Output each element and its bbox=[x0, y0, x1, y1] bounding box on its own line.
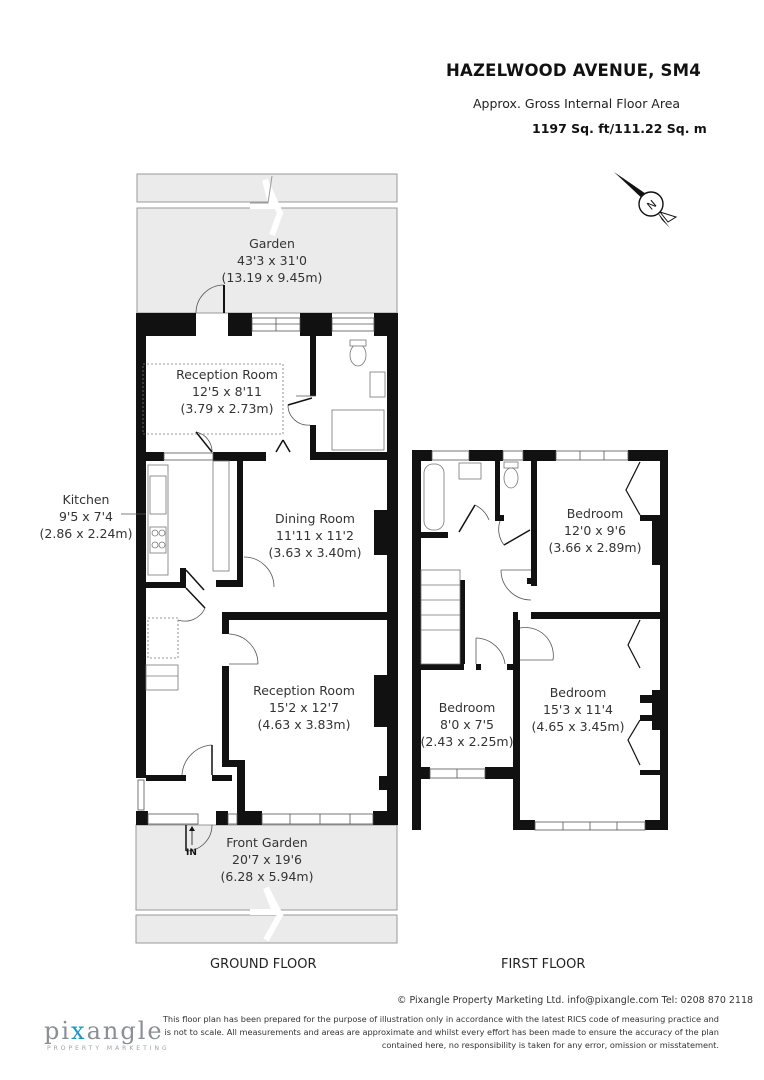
kitchen-cupboard bbox=[212, 460, 230, 572]
logo-text-pre: pi bbox=[44, 1017, 72, 1045]
ground-doors bbox=[177, 284, 316, 852]
ground-fixtures bbox=[142, 339, 386, 691]
room-name-bedroom-rear: Bedroom bbox=[567, 506, 624, 521]
room-size-imperial: 11'11 x 11'2 bbox=[276, 528, 354, 543]
ground-windows bbox=[137, 317, 375, 825]
room-size-imperial: 15'3 x 11'4 bbox=[543, 702, 613, 717]
shower-tray-icon bbox=[331, 409, 385, 451]
room-name-reception-front: Reception Room bbox=[253, 683, 355, 698]
logo-text-accent: x bbox=[71, 1017, 87, 1045]
room-size-metric: (4.63 x 3.83m) bbox=[258, 717, 351, 732]
room-size-imperial: 20'7 x 19'6 bbox=[232, 852, 302, 867]
room-size-imperial: 9'5 x 7'4 bbox=[59, 509, 113, 524]
rear-garden bbox=[136, 173, 398, 314]
stairs-icon bbox=[145, 664, 179, 691]
stairs-icon bbox=[420, 569, 461, 665]
basin-icon bbox=[458, 462, 482, 480]
toilet-icon bbox=[503, 467, 519, 489]
front-garden bbox=[135, 824, 398, 944]
room-size-imperial: 43'3 x 31'0 bbox=[237, 253, 307, 268]
room-size-metric: (3.79 x 2.73m) bbox=[181, 401, 274, 416]
skylight-icon bbox=[142, 363, 284, 435]
area-subtitle: Approx. Gross Internal Floor Area bbox=[473, 96, 681, 111]
ground-floor-label: GROUND FLOOR bbox=[210, 957, 317, 972]
pixangle-logo: pixangle bbox=[44, 1017, 164, 1045]
floor-area-value: 1197 Sq. ft/111.22 Sq. m bbox=[532, 121, 707, 136]
bath-icon bbox=[423, 463, 445, 531]
logo-tagline: PROPERTY MARKETING bbox=[47, 1045, 170, 1052]
room-name-bedroom-small: Bedroom bbox=[439, 700, 496, 715]
room-size-imperial: 8'0 x 7'5 bbox=[440, 717, 494, 732]
room-size-imperial: 12'5 x 8'11 bbox=[192, 384, 262, 399]
ground-floor-walls bbox=[136, 313, 398, 825]
entrance-arrow-icon bbox=[189, 826, 195, 845]
room-size-metric: (4.65 x 3.45m) bbox=[532, 719, 625, 734]
room-size-metric: (2.43 x 2.25m) bbox=[421, 734, 514, 749]
room-size-metric: (3.63 x 3.40m) bbox=[269, 545, 362, 560]
first-doors bbox=[458, 461, 641, 766]
logo-text-post: angle bbox=[86, 1017, 164, 1045]
room-name-kitchen: Kitchen bbox=[63, 492, 110, 507]
room-name-dining: Dining Room bbox=[275, 511, 355, 526]
room-size-imperial: 15'2 x 12'7 bbox=[269, 700, 339, 715]
toilet-icon bbox=[349, 343, 367, 367]
room-size-metric: (6.28 x 5.94m) bbox=[221, 869, 314, 884]
compass-north-icon: N bbox=[614, 172, 678, 228]
understairs-cupboard bbox=[147, 617, 179, 659]
property-title: HAZELWOOD AVENUE, SM4 bbox=[446, 61, 701, 80]
disclaimer-text: This floor plan has been prepared for th… bbox=[162, 1014, 719, 1050]
room-name-bedroom-front: Bedroom bbox=[550, 685, 607, 700]
first-fixtures bbox=[420, 461, 519, 665]
entrance-label: IN bbox=[186, 848, 197, 858]
room-name-front-garden: Front Garden bbox=[226, 835, 307, 850]
room-size-metric: (2.86 x 2.24m) bbox=[40, 526, 133, 541]
copyright-text: © Pixangle Property Marketing Ltd. info@… bbox=[397, 995, 754, 1006]
room-size-imperial: 12'0 x 9'6 bbox=[564, 523, 626, 538]
sink-icon bbox=[369, 371, 386, 398]
room-name-garden: Garden bbox=[249, 236, 295, 251]
sink-drainer-icon bbox=[149, 475, 167, 515]
room-size-metric: (3.66 x 2.89m) bbox=[549, 540, 642, 555]
room-name-reception-rear: Reception Room bbox=[176, 367, 278, 382]
first-floor-walls bbox=[412, 450, 668, 830]
room-size-metric: (13.19 x 9.45m) bbox=[222, 270, 323, 285]
first-floor-label: FIRST FLOOR bbox=[501, 957, 586, 972]
first-windows bbox=[429, 450, 646, 831]
